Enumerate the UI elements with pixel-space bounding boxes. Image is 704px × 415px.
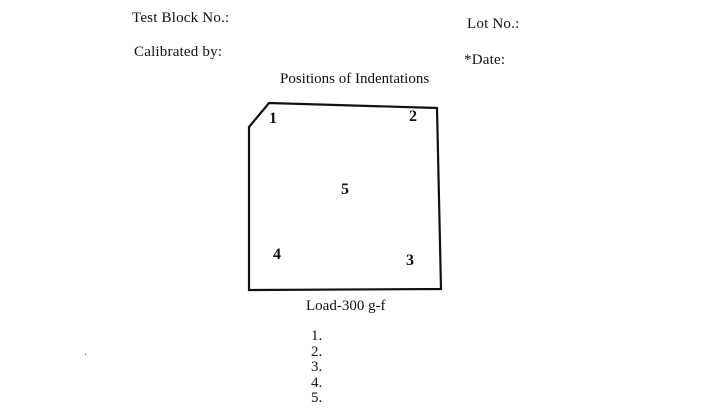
indentation-position-5: 5 (341, 181, 349, 198)
list-item: 5. (311, 390, 323, 407)
results-list: 1. 2. 3. 4. 5. (311, 328, 323, 407)
list-item: 1. (311, 328, 323, 344)
list-item: 4. (311, 374, 323, 391)
date-label: *Date: (464, 52, 506, 68)
indentation-position-1: 1 (269, 110, 277, 127)
list-item: 3. (311, 359, 323, 376)
diagram-title: Positions of Indentations (280, 71, 430, 87)
scan-artifact-dot: . (84, 344, 87, 358)
indentation-position-2: 2 (409, 108, 417, 125)
test-block-diagram: 1 2 5 4 3 (240, 95, 455, 305)
lot-no-label: Lot No.: (467, 16, 520, 32)
indentation-position-3: 3 (406, 252, 414, 269)
indentation-position-4: 4 (273, 246, 281, 263)
load-label: Load-300 g-f (306, 298, 386, 314)
block-outline-shape (247, 101, 443, 292)
test-block-no-label: Test Block No.: (132, 10, 230, 26)
list-item: 2. (311, 343, 323, 360)
calibrated-by-label: Calibrated by: (134, 44, 223, 60)
